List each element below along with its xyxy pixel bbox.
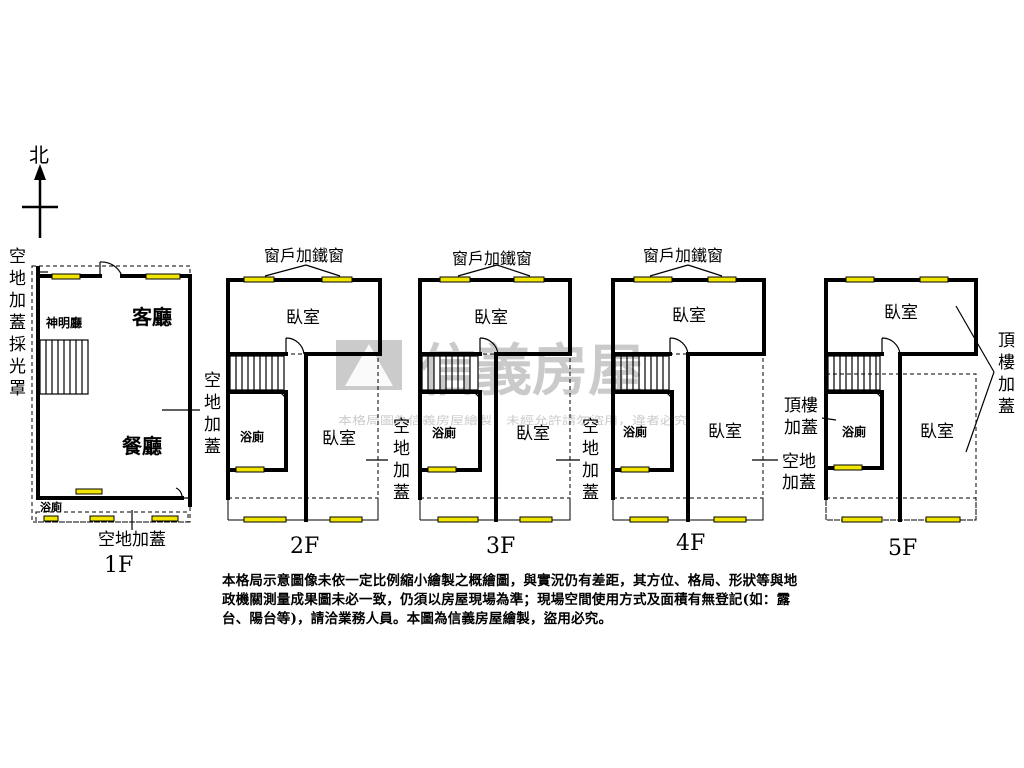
staircase-4f bbox=[614, 355, 670, 391]
svg-text:加蓋: 加蓋 bbox=[782, 473, 816, 493]
svg-text:空: 空 bbox=[393, 417, 410, 437]
svg-text:蓋: 蓋 bbox=[998, 397, 1015, 417]
watermark-brand: 信義房屋 bbox=[420, 339, 644, 404]
svg-text:加: 加 bbox=[393, 461, 410, 481]
room-bath-3f: 浴廁 bbox=[432, 425, 456, 440]
svg-text:光: 光 bbox=[9, 357, 26, 377]
svg-text:地: 地 bbox=[393, 439, 410, 459]
roof-annex-left-5f: 頂樓 加蓋 bbox=[784, 396, 818, 438]
room-bath-4f: 浴廁 bbox=[623, 424, 647, 439]
roof-annex-right-5f: 頂 樓 加 蓋 bbox=[998, 331, 1015, 417]
svg-text:地: 地 bbox=[204, 393, 221, 413]
room-bath-5f: 浴廁 bbox=[842, 424, 866, 439]
floor-label-4f: 4F bbox=[676, 531, 705, 556]
annex-bottom-1f: 空地加蓋 bbox=[98, 530, 166, 550]
staircase-1f bbox=[39, 339, 89, 395]
svg-text:加: 加 bbox=[204, 415, 221, 435]
brand-logo-icon bbox=[336, 340, 402, 390]
room-shrine: 神明廳 bbox=[46, 315, 82, 330]
svg-text:地: 地 bbox=[9, 269, 26, 289]
staircase-5f bbox=[827, 355, 881, 391]
room-bedroom-3f: 臥室 bbox=[516, 424, 550, 444]
svg-text:空地: 空地 bbox=[782, 452, 816, 472]
annex-left-1f: 空 地 加 蓋 採 光 罩 bbox=[9, 247, 26, 399]
floor-label-1f: 1F bbox=[104, 553, 133, 578]
svg-text:空: 空 bbox=[204, 371, 221, 391]
disclaimer-notice: 本格局示意圖像未依一定比例縮小繪製之概繪圖，與實況仍有差距，其方位、格局、形狀等… bbox=[222, 573, 798, 627]
room-bedroom-top-2f: 臥室 bbox=[286, 308, 320, 328]
svg-text:空: 空 bbox=[582, 417, 599, 437]
window-note-3f: 窗戶加鐵窗 bbox=[452, 249, 532, 268]
svg-text:蓋: 蓋 bbox=[9, 313, 26, 333]
room-bedroom-5f: 臥室 bbox=[920, 422, 954, 442]
floor-2f: 窗戶加鐵窗 臥室 臥室 浴廁 空 地 加 蓋 2F bbox=[226, 246, 410, 559]
floor-label-2f: 2F bbox=[290, 534, 319, 559]
svg-text:蓋: 蓋 bbox=[204, 437, 221, 457]
annex-right-2f: 空 地 加 蓋 bbox=[393, 417, 410, 503]
svg-text:加: 加 bbox=[582, 461, 599, 481]
room-bedroom-4f: 臥室 bbox=[708, 422, 742, 442]
room-bedroom-top-5f: 臥室 bbox=[884, 303, 918, 323]
room-living: 客廳 bbox=[131, 305, 172, 329]
room-dining: 餐廳 bbox=[122, 434, 162, 458]
north-label: 北 bbox=[29, 143, 49, 167]
watermark-line: 本格局圖為信義房屋繪製，未經允許請勿盜用，違者必究 bbox=[338, 413, 688, 427]
room-bedroom-2f: 臥室 bbox=[322, 429, 356, 449]
floor-label-3f: 3F bbox=[486, 534, 515, 559]
svg-text:頂樓: 頂樓 bbox=[784, 396, 818, 416]
annex-right-1f: 空 地 加 蓋 bbox=[204, 371, 221, 457]
svg-text:空: 空 bbox=[9, 247, 26, 267]
svg-text:蓋: 蓋 bbox=[582, 483, 599, 503]
watermark: 信義房屋 本格局圖為信義房屋繪製，未經允許請勿盜用，違者必究 bbox=[336, 339, 688, 427]
floor-1f: 神明廳 客廳 餐廳 浴廁 空 地 加 蓋 採 光 罩 空 地 加 蓋 空地加蓋 … bbox=[9, 247, 221, 578]
svg-text:樓: 樓 bbox=[998, 353, 1015, 373]
room-bedroom-top-4f: 臥室 bbox=[672, 306, 706, 326]
window-note-4f: 窗戶加鐵窗 bbox=[643, 246, 723, 265]
svg-text:頂: 頂 bbox=[998, 331, 1015, 351]
svg-text:罩: 罩 bbox=[9, 379, 26, 399]
svg-text:地: 地 bbox=[582, 439, 599, 459]
svg-text:加蓋: 加蓋 bbox=[784, 418, 818, 438]
svg-text:採: 採 bbox=[9, 335, 26, 355]
room-bedroom-top-3f: 臥室 bbox=[474, 308, 508, 328]
staircase-2f bbox=[229, 355, 285, 391]
floor-5f: 臥室 臥室 浴廁 頂樓 加蓋 頂 樓 加 蓋 5F bbox=[784, 276, 1015, 561]
svg-text:蓋: 蓋 bbox=[393, 483, 410, 503]
annex-right-4f: 空地 加蓋 bbox=[782, 452, 816, 493]
window-note-2f: 窗戶加鐵窗 bbox=[264, 246, 344, 265]
floor-3f: 窗戶加鐵窗 臥室 臥室 浴廁 空 地 加 蓋 3F bbox=[418, 249, 599, 559]
room-bath-1f: 浴廁 bbox=[40, 500, 62, 514]
svg-text:加: 加 bbox=[998, 375, 1015, 395]
staircase-3f bbox=[421, 355, 479, 391]
north-arrow-icon bbox=[22, 164, 58, 238]
floor-4f: 窗戶加鐵窗 臥室 臥室 浴廁 空地 加蓋 4F bbox=[611, 246, 816, 556]
floor-label-5f: 5F bbox=[888, 536, 917, 561]
room-bath-2f: 浴廁 bbox=[240, 429, 264, 444]
svg-text:加: 加 bbox=[9, 291, 26, 311]
annex-right-3f: 空 地 加 蓋 bbox=[582, 417, 599, 503]
